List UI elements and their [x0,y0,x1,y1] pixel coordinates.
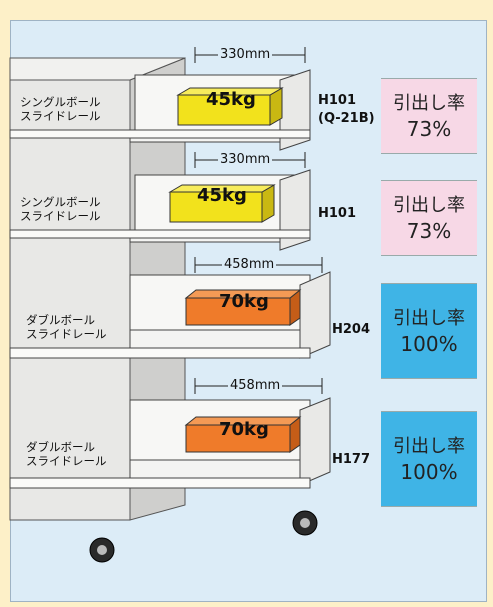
drawer-3-graphic [9,271,331,359]
drawer-2-ratio-box: 引出し率 73% [381,180,477,256]
drawer-4-ratio-value: 100% [400,460,458,484]
drawer-2-weight: 45kg [197,185,247,206]
drawer-2-graphic [9,169,311,251]
drawer-2-rail-label: シングルボールスライドレール [20,195,101,223]
drawer-4-ratio-box: 引出し率 100% [381,411,477,507]
drawer-2-ratio-value: 73% [406,219,452,243]
drawer-1-code: H101(Q-21B) [318,93,375,126]
drawer-4-graphic [9,397,331,489]
drawer-1-rail-label: シングルボールスライドレール [20,95,101,123]
drawer-4-weight: 70kg [219,419,269,440]
drawer-1-graphic [9,69,311,151]
drawer-4-code: H177 [332,452,371,467]
drawer-1-dimension: 330mm [218,47,273,62]
drawer-3-ratio-value: 100% [400,332,458,356]
drawer-1-ratio-label: 引出し率 [393,93,465,114]
drawer-3-dimension: 458mm [222,257,277,272]
drawer-1-ratio-box: 引出し率 73% [381,78,477,154]
drawer-3-ratio-box: 引出し率 100% [381,283,477,379]
drawer-4-dimension: 458mm [228,378,283,393]
drawer-1-ratio-value: 73% [406,117,452,141]
drawer-2-ratio-label: 引出し率 [393,195,465,216]
drawer-4-rail-label: ダブルボールスライドレール [26,440,107,468]
drawer-3-ratio-label: 引出し率 [393,308,465,329]
drawer-3-code: H204 [332,322,371,337]
drawer-4-ratio-label: 引出し率 [393,436,465,457]
drawer-3-rail-label: ダブルボールスライドレール [26,313,107,341]
drawer-2-dimension: 330mm [218,152,273,167]
drawer-2-code: H101 [318,206,357,221]
drawer-1-weight: 45kg [206,89,256,110]
drawer-3-weight: 70kg [219,291,269,312]
